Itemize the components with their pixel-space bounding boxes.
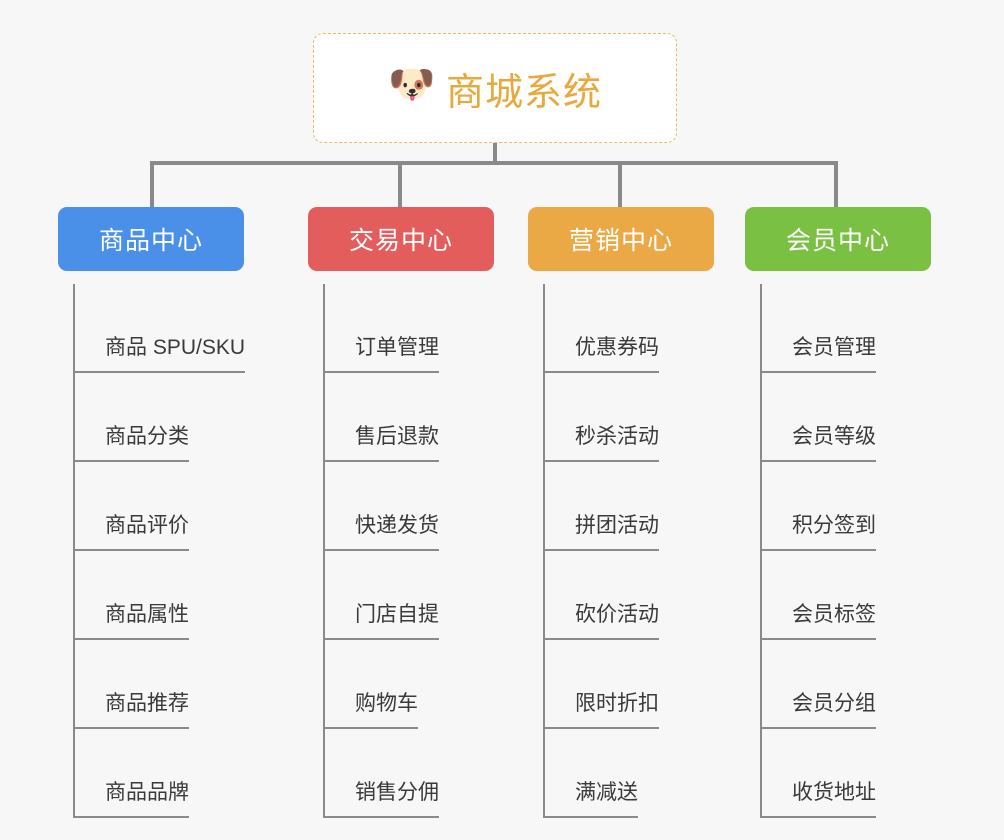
branch-items-1: 商品 SPU/SKU 商品分类 商品评价 商品属性 商品推荐 商品品牌 <box>58 271 246 818</box>
leaf-item[interactable]: 售后退款 <box>323 373 494 462</box>
leaf-underline <box>323 727 418 729</box>
leaf-item[interactable]: 商品评价 <box>73 462 244 551</box>
leaf-label: 会员等级 <box>792 425 876 448</box>
leaf-item[interactable]: 商品 SPU/SKU <box>73 284 246 373</box>
branch-spine-1 <box>73 284 75 818</box>
leaf-item[interactable]: 商品属性 <box>73 551 244 640</box>
leaf-underline <box>760 727 876 729</box>
leaf-item[interactable]: 商品分类 <box>73 373 244 462</box>
leaf-item[interactable]: 收货地址 <box>760 729 931 818</box>
branch-column-2: 交易中心 订单管理 售后退款 快递发货 门店自提 购物车 销售分佣 <box>308 207 494 818</box>
branch-header-1[interactable]: 商品中心 <box>58 207 244 271</box>
leaf-label: 满减送 <box>575 781 638 804</box>
branch-items-3: 优惠券码 秒杀活动 拼团活动 砍价活动 限时折扣 满减送 <box>528 271 714 818</box>
leaf-item[interactable]: 拼团活动 <box>543 462 714 551</box>
leaf-item[interactable]: 会员等级 <box>760 373 931 462</box>
leaf-label: 会员标签 <box>792 603 876 626</box>
branch-items-2: 订单管理 售后退款 快递发货 门店自提 购物车 销售分佣 <box>308 271 494 818</box>
leaf-item[interactable]: 订单管理 <box>323 284 494 373</box>
leaf-item[interactable]: 商品品牌 <box>73 729 244 818</box>
leaf-label: 购物车 <box>355 692 418 715</box>
leaf-label: 砍价活动 <box>575 603 659 626</box>
leaf-underline <box>323 638 439 640</box>
leaf-item[interactable]: 会员标签 <box>760 551 931 640</box>
leaf-underline <box>73 816 189 818</box>
leaf-item[interactable]: 秒杀活动 <box>543 373 714 462</box>
root-title: 商城系统 <box>445 71 602 114</box>
dog-face-icon: 🐶 <box>387 64 436 106</box>
leaf-label: 商品评价 <box>105 514 189 537</box>
branch-header-label-4: 会员中心 <box>785 227 890 255</box>
leaf-label: 销售分佣 <box>355 781 439 804</box>
leaf-underline <box>323 549 439 551</box>
leaf-label: 拼团活动 <box>575 514 659 537</box>
leaf-underline <box>73 727 189 729</box>
leaf-item[interactable]: 商品推荐 <box>73 640 244 729</box>
leaf-underline <box>543 549 659 551</box>
leaf-label: 商品属性 <box>105 603 189 626</box>
leaf-label: 快递发货 <box>355 514 439 537</box>
leaf-label: 商品推荐 <box>105 692 189 715</box>
leaf-label: 商品 SPU/SKU <box>105 336 246 359</box>
branch-column-4: 会员中心 会员管理 会员等级 积分签到 会员标签 会员分组 收货地址 <box>745 207 931 818</box>
leaf-item[interactable]: 满减送 <box>543 729 714 818</box>
leaf-item[interactable]: 会员管理 <box>760 284 931 373</box>
leaf-underline <box>760 460 876 462</box>
branch-spine-2 <box>323 284 325 818</box>
branch-items-4: 会员管理 会员等级 积分签到 会员标签 会员分组 收货地址 <box>745 271 931 818</box>
leaf-label: 限时折扣 <box>575 692 659 715</box>
branch-header-label-3: 营销中心 <box>568 227 673 255</box>
leaf-underline <box>73 638 189 640</box>
branch-column-3: 营销中心 优惠券码 秒杀活动 拼团活动 砍价活动 限时折扣 满减送 <box>528 207 714 818</box>
leaf-label: 收货地址 <box>792 781 876 804</box>
branch-spine-4 <box>760 284 762 818</box>
leaf-label: 商品分类 <box>105 425 189 448</box>
leaf-underline <box>543 460 659 462</box>
leaf-underline <box>323 460 439 462</box>
leaf-label: 会员管理 <box>792 336 876 359</box>
leaf-item[interactable]: 积分签到 <box>760 462 931 551</box>
leaf-underline <box>760 549 876 551</box>
leaf-label: 订单管理 <box>355 336 439 359</box>
leaf-label: 积分签到 <box>792 514 876 537</box>
leaf-underline <box>543 727 659 729</box>
branch-spine-3 <box>543 284 545 818</box>
leaf-item[interactable]: 会员分组 <box>760 640 931 729</box>
leaf-underline <box>543 638 659 640</box>
leaf-item[interactable]: 购物车 <box>323 640 494 729</box>
leaf-item[interactable]: 快递发货 <box>323 462 494 551</box>
leaf-underline <box>73 549 189 551</box>
leaf-label: 商品品牌 <box>105 781 189 804</box>
leaf-underline <box>760 638 876 640</box>
branch-header-3[interactable]: 营销中心 <box>528 207 714 271</box>
leaf-underline <box>323 371 439 373</box>
leaf-underline <box>760 371 876 373</box>
leaf-item[interactable]: 门店自提 <box>323 551 494 640</box>
leaf-underline <box>323 816 439 818</box>
leaf-label: 秒杀活动 <box>575 425 659 448</box>
branch-header-2[interactable]: 交易中心 <box>308 207 494 271</box>
leaf-underline <box>543 816 638 818</box>
branch-column-1: 商品中心 商品 SPU/SKU 商品分类 商品评价 商品属性 商品推荐 商品品牌 <box>58 207 246 818</box>
branch-header-label-1: 商品中心 <box>98 227 203 255</box>
leaf-underline <box>73 371 246 373</box>
leaf-underline <box>760 816 876 818</box>
leaf-underline <box>543 371 659 373</box>
leaf-label: 售后退款 <box>355 425 439 448</box>
leaf-label: 门店自提 <box>355 603 439 626</box>
leaf-label: 会员分组 <box>792 692 876 715</box>
leaf-item[interactable]: 销售分佣 <box>323 729 494 818</box>
branch-header-label-2: 交易中心 <box>348 227 453 255</box>
leaf-item[interactable]: 优惠券码 <box>543 284 714 373</box>
branch-header-4[interactable]: 会员中心 <box>745 207 931 271</box>
leaf-item[interactable]: 砍价活动 <box>543 551 714 640</box>
root-node[interactable]: 🐶 商城系统 <box>313 33 677 143</box>
leaf-item[interactable]: 限时折扣 <box>543 640 714 729</box>
leaf-label: 优惠券码 <box>575 336 659 359</box>
leaf-underline <box>73 460 189 462</box>
